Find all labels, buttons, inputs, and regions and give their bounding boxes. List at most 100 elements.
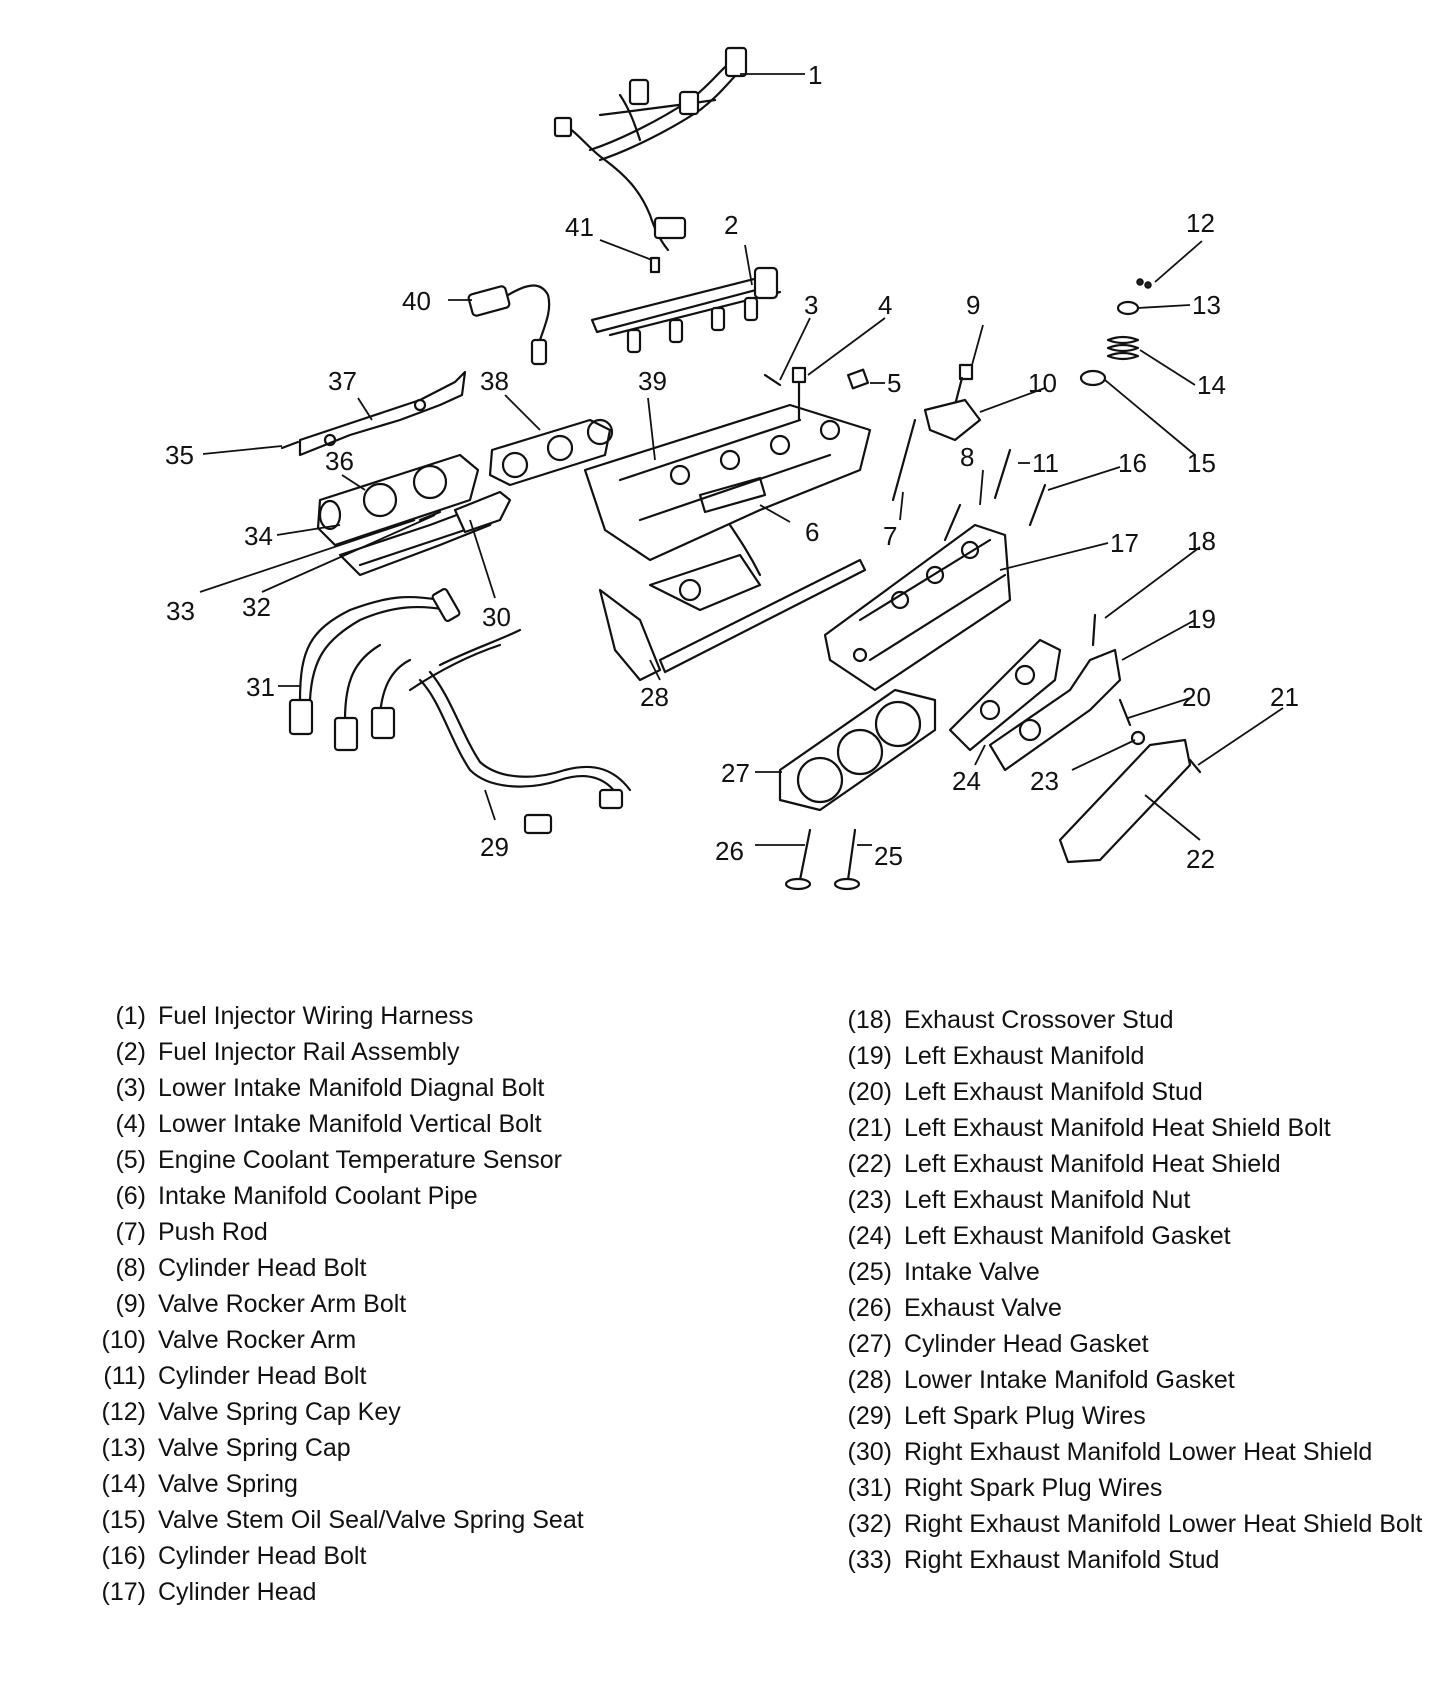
legend-item-number: (3): [115, 1074, 146, 1102]
legend-item-name: Left Exhaust Manifold Gasket: [904, 1222, 1231, 1250]
legend-item-name: Exhaust Crossover Stud: [904, 1006, 1174, 1034]
legend-item-number: (16): [101, 1542, 146, 1570]
legend-item-name: Right Exhaust Manifold Lower Heat Shield…: [904, 1510, 1423, 1538]
callout-38: 38: [480, 366, 509, 396]
legend-item-name: Valve Rocker Arm Bolt: [158, 1290, 407, 1318]
callout-17: 17: [1110, 528, 1139, 558]
leader-lines: [199, 73, 1284, 846]
callout-23: 23: [1030, 766, 1059, 796]
callout-4: 4: [878, 290, 892, 320]
legend-item-number: (27): [847, 1330, 892, 1358]
legend-item-name: Cylinder Head Bolt: [158, 1254, 367, 1282]
legend-item-number: (25): [847, 1258, 892, 1286]
legend-item: (28)Lower Intake Manifold Gasket: [820, 1362, 1440, 1398]
left-exhaust-heat-shield: [1058, 738, 1192, 864]
callout-13: 13: [1192, 290, 1221, 320]
legend-item-number: (4): [115, 1110, 146, 1138]
callout-25: 25: [874, 841, 903, 871]
callout-40: 40: [402, 286, 431, 316]
legend-item-number: (21): [847, 1114, 892, 1142]
callout-6: 6: [805, 517, 819, 547]
legend-item-number: (17): [101, 1578, 146, 1606]
legend-item: (4) Lower Intake Manifold Vertical Bolt: [74, 1106, 774, 1142]
fuel-injector-wiring-harness: [553, 46, 748, 252]
part-40-sensor: [467, 284, 551, 366]
callout-41: 41: [565, 212, 594, 242]
callout-27: 27: [721, 758, 750, 788]
callout-31: 31: [246, 672, 275, 702]
legend-item: (16)Cylinder Head Bolt: [74, 1538, 774, 1574]
legend-item: (26)Exhaust Valve: [820, 1290, 1440, 1326]
left-spark-plug-wires: [408, 628, 632, 835]
legend-item-number: (22): [847, 1150, 892, 1178]
callout-28: 28: [640, 682, 669, 712]
legend-item-number: (1): [115, 1002, 146, 1030]
legend-item: (6)Intake Manifold Coolant Pipe: [74, 1178, 774, 1214]
legend-item: (25)Intake Valve: [820, 1254, 1440, 1290]
legend-item-name: Cylinder Head: [158, 1578, 317, 1606]
part-34-stud: [418, 510, 442, 522]
legend-item: (9)Valve Rocker Arm Bolt: [74, 1286, 774, 1322]
callout-14: 14: [1197, 370, 1226, 400]
callout-29: 29: [480, 832, 509, 862]
legend-item: (5) Engine Coolant Temperature Sensor: [74, 1142, 774, 1178]
callout-1: 1: [808, 60, 822, 90]
legend-left-column: (1)Fuel Injector Wiring Harness(2)Fuel I…: [74, 998, 774, 1610]
lower-intake-manifold-gasket: [598, 553, 867, 682]
left-exhaust-manifold-stud: [1118, 698, 1132, 727]
legend-item-name: Valve Rocker Arm: [158, 1326, 357, 1354]
legend-item-name: Right Exhaust Manifold Lower Heat Shield: [904, 1438, 1373, 1466]
part-16-bolt: [1028, 483, 1047, 527]
legend-item: (7)Push Rod: [74, 1214, 774, 1250]
legend-item-name: Intake Manifold Coolant Pipe: [158, 1182, 478, 1210]
legend-item-name: Valve Stem Oil Seal/Valve Spring Seat: [158, 1506, 584, 1534]
legend-item-number: (23): [847, 1186, 892, 1214]
callout-18: 18: [1187, 526, 1216, 556]
callout-15: 15: [1187, 448, 1216, 478]
callout-20: 20: [1182, 682, 1211, 712]
legend-item: (8) Cylinder Head Bolt: [74, 1250, 774, 1286]
legend-item: (30) Right Exhaust Manifold Lower Heat Sh…: [820, 1434, 1440, 1470]
legend-item-name: Fuel Injector Rail Assembly: [158, 1038, 460, 1066]
legend-item-name: Left Exhaust Manifold: [904, 1042, 1145, 1070]
legend-item: (31)Right Spark Plug Wires: [820, 1470, 1440, 1506]
legend-item-number: (5): [115, 1146, 146, 1174]
legend-item: (3)Lower Intake Manifold Diagnal Bolt: [74, 1070, 774, 1106]
cylinder-head: [823, 523, 1012, 692]
legend-item-name: Left Exhaust Manifold Nut: [904, 1186, 1191, 1214]
legend-item: (2)Fuel Injector Rail Assembly: [74, 1034, 774, 1070]
callout-10: 10: [1028, 368, 1057, 398]
part-9-bolt: [958, 363, 974, 381]
legend-item-name: Left Exhaust Manifold Heat Shield: [904, 1150, 1281, 1178]
legend-item-name: Left Exhaust Manifold Heat Shield Bolt: [904, 1114, 1331, 1142]
callout-22: 22: [1186, 844, 1215, 874]
fuel-injector-rail: [590, 266, 782, 354]
legend-item-number: (8): [115, 1254, 146, 1282]
part-8-bolt: [943, 503, 962, 542]
legend-item-name: Valve Spring: [158, 1470, 298, 1498]
legend-item: (24)Left Exhaust Manifold Gasket: [820, 1218, 1440, 1254]
valve-rocker-arm: [923, 398, 982, 442]
legend-item-number: (18): [847, 1006, 892, 1034]
legend-item: (17) Cylinder Head: [74, 1574, 774, 1610]
legend-item-name: Valve Spring Cap: [158, 1434, 351, 1462]
exploded-view-diagram: 1 2 3 4 5 6 7 8 9 10 11 12 13 14 15 16 1…: [165, 46, 1299, 891]
legend-item-number: (10): [101, 1326, 146, 1354]
legend-item-number: (30): [847, 1438, 892, 1466]
legend-item-number: (29): [847, 1402, 892, 1430]
legend-item: (23) Left Exhaust Manifold Nut: [820, 1182, 1440, 1218]
legend-item-name: Left Exhaust Manifold Stud: [904, 1078, 1203, 1106]
callout-33: 33: [166, 596, 195, 626]
legend-item: (1)Fuel Injector Wiring Harness: [74, 998, 774, 1034]
legend-item-name: Right Exhaust Manifold Stud: [904, 1546, 1220, 1574]
legend-item: (15)Valve Stem Oil Seal/Valve Spring Sea…: [74, 1502, 774, 1538]
callout-7: 7: [883, 521, 897, 551]
callout-3: 3: [804, 290, 818, 320]
legend-item-name: Cylinder Head Gasket: [904, 1330, 1149, 1358]
legend-item-name: Lower Intake Manifold Vertical Bolt: [158, 1110, 542, 1138]
callout-39: 39: [638, 366, 667, 396]
legend-item-name: Push Rod: [158, 1218, 268, 1246]
part-11-bolt: [993, 448, 1012, 500]
legend-item-name: Engine Coolant Temperature Sensor: [158, 1146, 562, 1174]
exhaust-valve: [784, 828, 812, 891]
